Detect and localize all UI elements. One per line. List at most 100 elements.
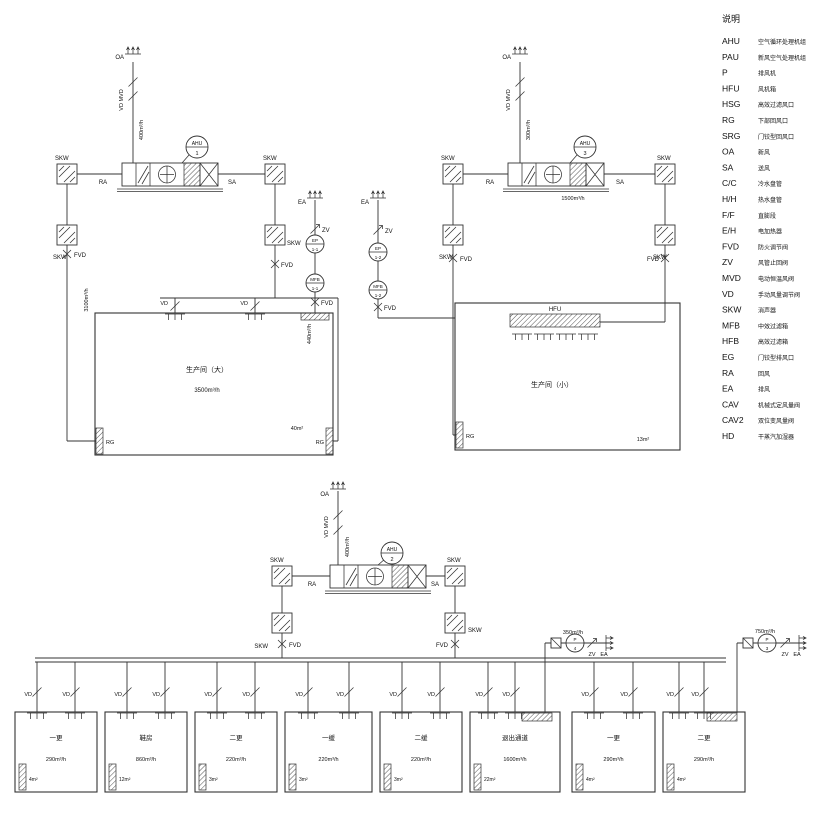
legend-desc: 新风: [758, 149, 770, 157]
supply-diffuser: [244, 712, 266, 720]
legend-abbr: SA: [722, 162, 734, 172]
system2-ducts: [35, 491, 805, 713]
ahu-3-unit: [502, 162, 610, 192]
return-flow: 3100m³/h: [84, 288, 90, 311]
oa-label: OA: [320, 492, 329, 498]
legend-desc: 空气循环处理机组: [758, 38, 806, 46]
exhaust-flow: 440m³/h: [307, 324, 313, 344]
supply-diffuser: [244, 313, 266, 321]
ea-outlet-louver: [798, 634, 807, 652]
ea-outlet-louver: [369, 190, 387, 199]
legend-abbr: EG: [722, 352, 734, 362]
supply-diffuser: [477, 712, 499, 720]
eg-exhaust-grille: [473, 763, 482, 791]
room-area: 12m²: [119, 777, 131, 783]
skw-label: SKW: [55, 156, 69, 162]
rg-label: RG: [106, 440, 114, 446]
skw-silencer: [264, 224, 286, 246]
room-name: 生产间（小）: [531, 380, 573, 389]
ep-no: 1-1: [312, 247, 319, 252]
legend-desc: 下部回风口: [758, 117, 788, 125]
vd-label: VD: [666, 692, 674, 698]
supply-flow: 1500m³/h: [561, 196, 584, 202]
room-area: 3m²: [209, 777, 218, 783]
skw-label: SKW: [254, 644, 268, 650]
skw-silencer: [442, 163, 464, 185]
ea-outlet-louver: [605, 634, 614, 652]
room-outline: [104, 711, 188, 793]
zv-label: ZV: [588, 652, 595, 658]
skw-silencer: [444, 565, 466, 587]
fvd-label: FVD: [647, 257, 660, 263]
ahu-2-tag-no: 2: [390, 557, 393, 563]
system-ahu-1: OA VD MVD 400m³/h AHU 1 RA SA SKW SKW FV…: [53, 46, 339, 456]
legend-desc: 门铰型回风口: [758, 133, 794, 141]
skw-label: SKW: [53, 255, 67, 261]
vd-mvd-note: VD MVD: [324, 516, 330, 537]
room-flow: 3500m³/h: [194, 388, 219, 394]
ep-tag: EP: [375, 246, 381, 251]
room-outline: [571, 711, 656, 793]
room-area: 4m²: [677, 777, 686, 783]
room-area: 13m²: [637, 437, 650, 443]
supply-diffuser: [154, 712, 176, 720]
room-name: 生产间（大）: [186, 365, 228, 374]
ahu-2-tag-text: AHU: [387, 547, 398, 553]
ahu-1-tag-text: AHU: [192, 141, 203, 147]
legend-desc: 电加热器: [758, 228, 782, 236]
eg-exhaust-grille: [300, 312, 330, 321]
skw-label: SKW: [270, 558, 284, 564]
skw-label: SKW: [653, 255, 667, 261]
fan-no: 3: [766, 646, 769, 651]
legend-abbr: SKW: [722, 305, 741, 315]
skw-silencer: [56, 163, 78, 185]
legend-abbr: MVD: [722, 273, 741, 283]
legend-abbr: CAV2: [722, 415, 744, 425]
room-flow: 290m³/h: [694, 757, 714, 763]
legend-abbr: CAV: [722, 399, 739, 409]
rg-return-grille: [325, 427, 334, 455]
room-flow: 220m³/h: [318, 757, 338, 763]
cav-damper: [742, 637, 754, 649]
vd-label: VD: [475, 692, 483, 698]
legend-desc: 送风: [758, 164, 770, 172]
legend-abbr: MFB: [722, 320, 740, 330]
supply-diffuser: [338, 712, 360, 720]
fvd-label: FVD: [281, 263, 294, 269]
exhaust-flow-2: 750m³/h: [755, 629, 775, 635]
room-name: 二更: [698, 734, 712, 742]
ea-label: EA: [298, 200, 306, 206]
supply-diffuser: [583, 712, 605, 720]
supply-diffuser: [391, 712, 413, 720]
vd-mvd-note: VD MVD: [506, 89, 512, 110]
supply-diffuser: [668, 712, 690, 720]
eg-exhaust-grille: [18, 763, 27, 791]
legend-desc: 回风: [758, 371, 770, 378]
legend-desc: 手动风量调节阀: [758, 291, 800, 299]
vd-label: VD: [427, 692, 435, 698]
legend-abbr: AHU: [722, 36, 740, 46]
skw-silencer: [654, 163, 676, 185]
room-name: 鞋房: [140, 733, 153, 742]
ahu-3-tag-no: 3: [583, 151, 586, 157]
ra-label: RA: [486, 180, 494, 186]
ea-label: EA: [361, 200, 369, 206]
room-flow: 860m³/h: [136, 757, 156, 763]
system-ahu-3: OA VD MVD 300m³/h AHU 3 1500m³/h RA SA S…: [361, 46, 681, 451]
legend-abbr: HFB: [722, 336, 739, 346]
vd-label: VD: [240, 301, 248, 307]
room-flow: 220m³/h: [411, 757, 431, 763]
supply-diffuser: [622, 712, 644, 720]
vd-label: VD: [24, 692, 32, 698]
eg-exhaust-grille: [108, 763, 117, 791]
ep-no: 1-2: [375, 255, 382, 260]
system3-ducts: [377, 62, 666, 436]
legend-desc: 风管止回阀: [758, 259, 788, 267]
room-name: 一更: [50, 734, 64, 742]
oa-intake-louver: [329, 481, 347, 490]
supply-diffuser: [429, 712, 451, 720]
room-name: 二缓: [415, 733, 429, 742]
zv-label: ZV: [385, 229, 393, 235]
